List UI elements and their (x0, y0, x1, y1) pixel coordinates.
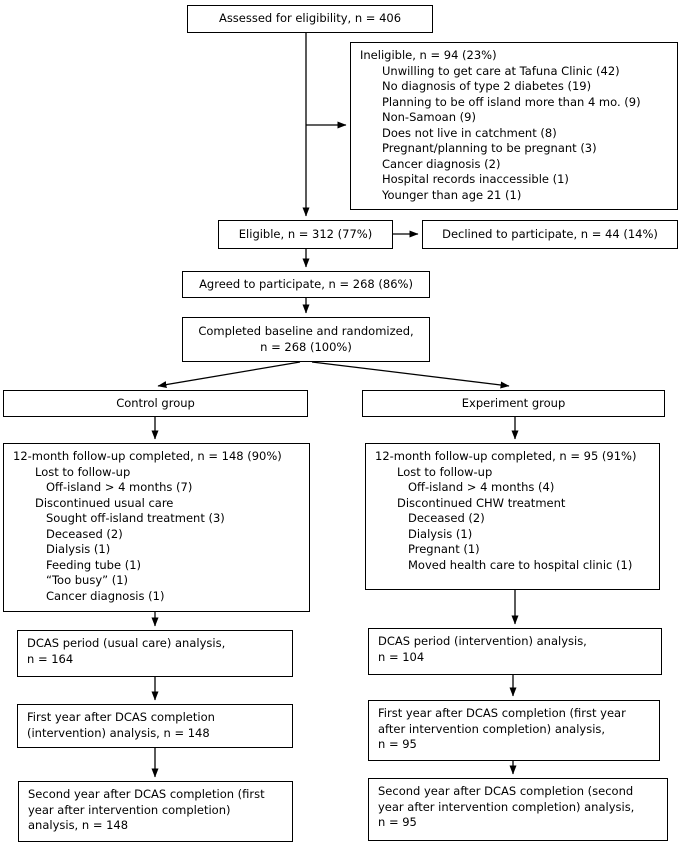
experiment-year1-box: First year after DCAS completion (first … (368, 700, 660, 761)
text-line: (intervention) analysis, n = 148 (27, 725, 210, 740)
text-line: Eligible, n = 312 (77%) (238, 226, 373, 241)
text-line: Declined to participate, n = 44 (14%) (442, 226, 658, 241)
text-line: DCAS period (usual care) analysis, (27, 636, 226, 650)
text-line: Off-island > 4 months (4) (408, 480, 555, 494)
control-dcas-box: DCAS period (usual care) analysis,n = 16… (17, 630, 293, 677)
text-line: Unwilling to get care at Tafuna Clinic (… (382, 63, 620, 78)
text-line: Moved health care to hospital clinic (1) (408, 557, 633, 572)
text-line: Deceased (2) (408, 511, 485, 525)
ineligible-box: Ineligible, n = 94 (23%)Unwilling to get… (350, 42, 678, 210)
text-line: Dialysis (1) (46, 542, 111, 556)
text-line: Lost to follow-up (397, 464, 493, 479)
text-line: 12-month follow-up completed, n = 148 (9… (13, 449, 282, 463)
text-line: Off-island > 4 months (7) (46, 480, 193, 494)
text-line: Cancer diagnosis (1) (46, 588, 165, 603)
control-year2-box: Second year after DCAS completion (first… (18, 781, 293, 842)
text-line: Sought off-island treatment (3) (46, 511, 225, 525)
arrow-randomized-to-experiment (311, 361, 510, 389)
agreed-box: Agreed to participate, n = 268 (86%) (182, 271, 430, 298)
text-line: Second year after DCAS completion (first (28, 787, 265, 801)
text-line: Agreed to participate, n = 268 (86%) (199, 276, 413, 291)
experiment-dcas-box: DCAS period (intervention) analysis,n = … (368, 628, 662, 675)
text-line: n = 104 (378, 649, 425, 664)
text-line: 12-month follow-up completed, n = 95 (91… (375, 449, 637, 463)
text-line: n = 164 (27, 651, 74, 666)
text-line: analysis, n = 148 (28, 818, 129, 832)
experiment-followup-box: 12-month follow-up completed, n = 95 (91… (365, 443, 660, 590)
text-line: Ineligible, n = 94 (23%) (360, 48, 497, 62)
text-line: n = 268 (100%) (260, 339, 352, 354)
text-line: Discontinued CHW treatment (397, 495, 566, 510)
text-line: Control group (116, 395, 195, 410)
text-line: Pregnant (1) (408, 542, 480, 556)
text-line: Second year after DCAS completion (secon… (378, 784, 634, 798)
control-year1-box: First year after DCAS completion(interve… (17, 704, 293, 748)
assessed-box: Assessed for eligibility, n = 406 (187, 5, 433, 33)
text-line: Younger than age 21 (1) (382, 187, 522, 202)
text-line: Deceased (2) (46, 526, 123, 541)
text-line: Completed baseline and randomized, (198, 324, 414, 338)
randomized-box: Completed baseline and randomized,n = 26… (182, 317, 430, 362)
text-line: n = 95 (378, 737, 417, 751)
text-line: Pregnant/planning to be pregnant (3) (382, 141, 597, 155)
text-line: Hospital records inaccessible (1) (382, 172, 569, 186)
text-line: Discontinued usual care (35, 495, 174, 510)
text-line: Planning to be off island more than 4 mo… (382, 94, 641, 109)
text-line: n = 95 (378, 815, 417, 829)
text-line: year after intervention completion) (28, 802, 231, 817)
text-line: Non-Samoan (9) (382, 110, 476, 124)
text-line: Cancer diagnosis (2) (382, 156, 501, 171)
text-line: “Too busy” (1) (46, 573, 129, 587)
experiment-group-box: Experiment group (362, 390, 665, 417)
experiment-year2-box: Second year after DCAS completion (secon… (368, 778, 668, 841)
text-line: Assessed for eligibility, n = 406 (218, 11, 402, 26)
text-line: DCAS period (intervention) analysis, (378, 634, 587, 648)
eligible-box: Eligible, n = 312 (77%) (218, 220, 393, 249)
text-line: Feeding tube (1) (46, 557, 141, 572)
text-line: Experiment group (461, 395, 566, 410)
text-line: First year after DCAS completion (first … (378, 706, 626, 720)
text-line: Does not live in catchment (8) (382, 125, 557, 140)
text-line: after intervention completion) analysis, (378, 721, 606, 736)
declined-box: Declined to participate, n = 44 (14%) (422, 220, 678, 249)
text-line: No diagnosis of type 2 diabetes (19) (382, 79, 592, 93)
text-line: Lost to follow-up (35, 464, 131, 479)
arrow-randomized-to-control (157, 361, 301, 389)
control-group-box: Control group (3, 390, 308, 417)
control-followup-box: 12-month follow-up completed, n = 148 (9… (3, 443, 310, 612)
text-line: year after intervention completion) anal… (378, 799, 635, 814)
text-line: Dialysis (1) (408, 526, 473, 541)
text-line: First year after DCAS completion (27, 710, 215, 724)
